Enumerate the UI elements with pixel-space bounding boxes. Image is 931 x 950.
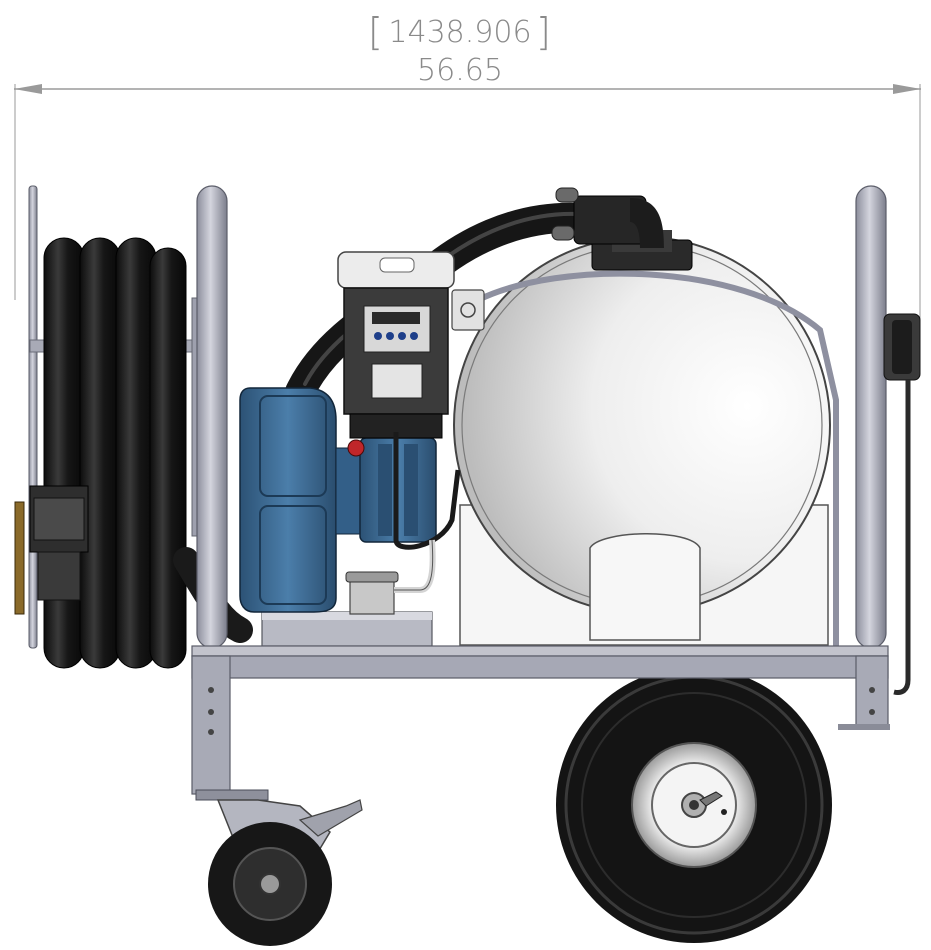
junction-box bbox=[451, 289, 485, 331]
reel-flange-left bbox=[28, 185, 38, 649]
hose-coil-1 bbox=[43, 237, 85, 669]
control-cable bbox=[393, 432, 461, 550]
drive-axle-nut bbox=[689, 800, 699, 810]
control-display bbox=[372, 312, 420, 324]
control-button-1 bbox=[374, 332, 382, 340]
inlet-filter bbox=[345, 539, 436, 615]
caster-wheel bbox=[208, 799, 363, 946]
filter-tube-outline bbox=[394, 539, 434, 591]
drive-tire-tread-ring bbox=[581, 692, 807, 918]
frame-front-leg bbox=[191, 655, 231, 795]
motor-housing bbox=[239, 387, 337, 613]
pump-red-indicator bbox=[347, 439, 365, 457]
camlock-elbow bbox=[630, 198, 664, 248]
frame-side-rail bbox=[191, 655, 889, 679]
tank-sump-cutout bbox=[589, 533, 701, 641]
frame-bolt-1 bbox=[208, 687, 214, 693]
caster-brake-lever bbox=[298, 799, 363, 837]
pump-base-plate-top bbox=[262, 612, 432, 620]
frame-bolt-5 bbox=[869, 709, 875, 715]
pump-motor bbox=[239, 387, 437, 613]
holder-hose-line bbox=[893, 380, 911, 695]
water-tank bbox=[453, 230, 839, 650]
frame-top-rail bbox=[191, 645, 889, 657]
control-warning-label bbox=[371, 363, 423, 399]
frame-bolt-4 bbox=[869, 687, 875, 693]
motor-fin-upper bbox=[259, 395, 327, 497]
main-frame bbox=[191, 645, 890, 801]
filter-housing bbox=[349, 577, 395, 615]
pump-head-rib bbox=[378, 444, 392, 536]
drive-cotter-pin bbox=[699, 791, 723, 807]
control-button-2 bbox=[386, 332, 394, 340]
rear-post bbox=[855, 185, 887, 649]
overall-width-dimension: [ 1438.906 ] 56.65 bbox=[14, 10, 921, 320]
motor-fin-lower bbox=[259, 505, 327, 605]
frame-posts bbox=[196, 185, 887, 649]
camlock-arm-top bbox=[555, 187, 579, 203]
dimension-arrow-right bbox=[893, 84, 921, 94]
filter-cap bbox=[345, 571, 399, 583]
hose-reel bbox=[14, 185, 253, 669]
reel-swivel-fitting bbox=[37, 551, 81, 601]
control-button-4 bbox=[410, 332, 418, 340]
caster-hub bbox=[259, 873, 281, 895]
holder-coil bbox=[892, 320, 912, 374]
dimension-metric-value: 1438.906 bbox=[388, 15, 531, 50]
metric-bracket-right: ] bbox=[536, 10, 551, 54]
tank-strap bbox=[476, 270, 839, 650]
camlock-fitting bbox=[551, 187, 664, 248]
metric-bracket-left: [ bbox=[368, 10, 383, 54]
dimension-imperial-value: 56.65 bbox=[417, 53, 503, 88]
control-box bbox=[337, 251, 485, 550]
caster-mount-plate bbox=[195, 789, 269, 801]
control-button-3 bbox=[398, 332, 406, 340]
frame-bolt-3 bbox=[208, 729, 214, 735]
frame-bolt-2 bbox=[208, 709, 214, 715]
control-box-cap-vent bbox=[379, 257, 415, 273]
hose-coil-2 bbox=[79, 237, 121, 669]
reel-crank-handle bbox=[14, 501, 25, 615]
drive-wheel bbox=[556, 667, 832, 943]
junction-box-knockout bbox=[460, 302, 476, 318]
front-post bbox=[196, 185, 228, 649]
frame-rear-foot bbox=[838, 724, 890, 730]
hose-coil-4 bbox=[149, 247, 187, 669]
rear-hose-holder bbox=[883, 313, 921, 695]
drive-valve-stem bbox=[721, 809, 727, 815]
dimension-arrow-left bbox=[14, 84, 42, 94]
camlock-arm-bottom bbox=[551, 225, 575, 241]
reel-swivel-collar bbox=[33, 497, 85, 541]
pump-head-rib-2 bbox=[404, 444, 418, 536]
